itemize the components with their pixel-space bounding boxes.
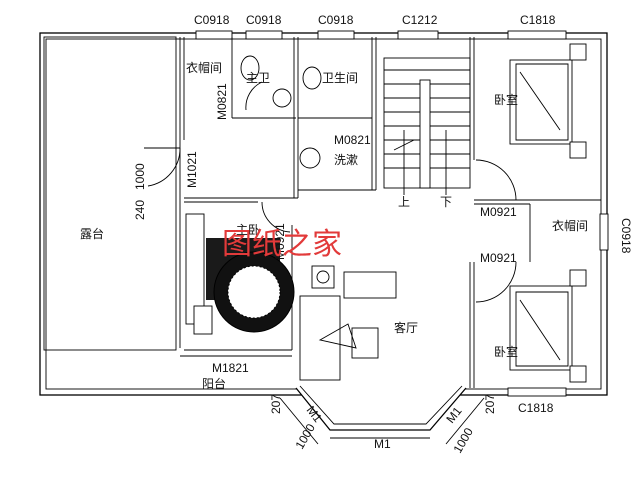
armchair (318, 323, 357, 349)
label-room-balcony: 阳台 (202, 376, 226, 391)
window-c0918-right (599, 213, 609, 251)
window-c0918-a (195, 30, 233, 40)
window-c0918-b (245, 30, 283, 40)
door-m0921-b-swing (475, 159, 517, 201)
nightstand-top-a (569, 43, 587, 61)
window-c1818-top (507, 30, 567, 40)
bay-window-inner (299, 385, 463, 425)
label-window-c1212: C1212 (402, 13, 438, 27)
label-window-c0918-c: C0918 (318, 13, 354, 27)
window-c1818-bottom (507, 387, 567, 397)
label-window-c1818-top: C1818 (520, 13, 556, 27)
label-room-terrace: 露台 (80, 226, 104, 241)
tv-cabinet-circle (316, 270, 330, 284)
label-door-m0921-a: M0921 (273, 223, 287, 260)
label-dim-207-left: 207 (269, 394, 283, 414)
label-window-c0918-b: C0918 (246, 13, 282, 27)
label-room-bathroom: 卫生间 (322, 71, 358, 85)
door-m0921-a-swing (261, 201, 291, 233)
nightstand-bottom-a (569, 269, 587, 287)
window-c0918-c (317, 30, 355, 40)
sofa-top (343, 271, 397, 299)
label-dim-1000-bottom-right: 1000 (450, 425, 476, 455)
door-m1021-swing (147, 147, 181, 187)
bed-bottom (509, 285, 573, 371)
dim-line-right (445, 397, 485, 445)
door-m0921-c-swing (475, 261, 517, 303)
label-door-m0921-c: M0921 (480, 251, 517, 265)
label-room-washroom: 洗漱 (334, 153, 358, 167)
stair-break-line (393, 139, 415, 151)
stair-handrail (419, 79, 431, 189)
label-stair-up: 上 (398, 195, 410, 209)
bay-window-outer (295, 387, 467, 431)
window-c1212 (397, 30, 439, 40)
bed-bottom-sheet (515, 291, 569, 367)
label-dim-240: 240 (133, 200, 147, 220)
sofa-left (299, 295, 341, 381)
bed-top-sheet (515, 63, 569, 141)
label-window-c0918-a: C0918 (194, 13, 230, 27)
bed-master-round-inner (227, 265, 281, 319)
nightstand-master (193, 305, 213, 335)
coffee-table (351, 327, 379, 359)
label-door-m1-bottom: M1 (374, 437, 391, 451)
nightstand-top-b (569, 141, 587, 159)
label-door-m0821-b: M0821 (334, 133, 371, 147)
label-room-living: 客厅 (394, 320, 418, 335)
label-room-closet-left: 衣帽间 (186, 60, 222, 75)
label-door-m0921-b: M0921 (480, 205, 517, 219)
toilet-master-bath (240, 55, 260, 81)
nightstand-bottom-b (569, 365, 587, 383)
label-dim-207-right: 207 (483, 394, 497, 414)
label-room-closet-right: 衣帽间 (552, 218, 588, 233)
label-room-master-bedroom: 主卧 (236, 223, 260, 237)
basin-washroom (299, 147, 321, 169)
label-door-m1821: M1821 (212, 361, 249, 375)
label-room-master-bath: 主卫 (246, 71, 270, 85)
terrace-area (43, 36, 177, 351)
label-room-bedroom-top: 卧室 (494, 92, 518, 107)
label-door-m1021: M1021 (185, 151, 199, 188)
label-room-bedroom-bottom: 卧室 (494, 344, 518, 359)
label-stair-down: 下 (440, 195, 452, 209)
label-door-m0821-a: M0821 (215, 83, 229, 120)
door-m0821-a-swing (245, 81, 263, 111)
label-dim-1000-left: 1000 (133, 163, 147, 190)
label-window-c0918-right: C0918 (619, 218, 633, 254)
dim-line-left (279, 397, 319, 445)
watermark: 图纸之家 (222, 227, 342, 262)
label-dim-1000-bottom-left: 1000 (292, 421, 318, 451)
label-window-c1818-bottom: C1818 (518, 401, 554, 415)
basin-master-bath (272, 88, 292, 108)
tv-cabinet (311, 265, 335, 289)
toilet-bathroom (302, 66, 322, 90)
